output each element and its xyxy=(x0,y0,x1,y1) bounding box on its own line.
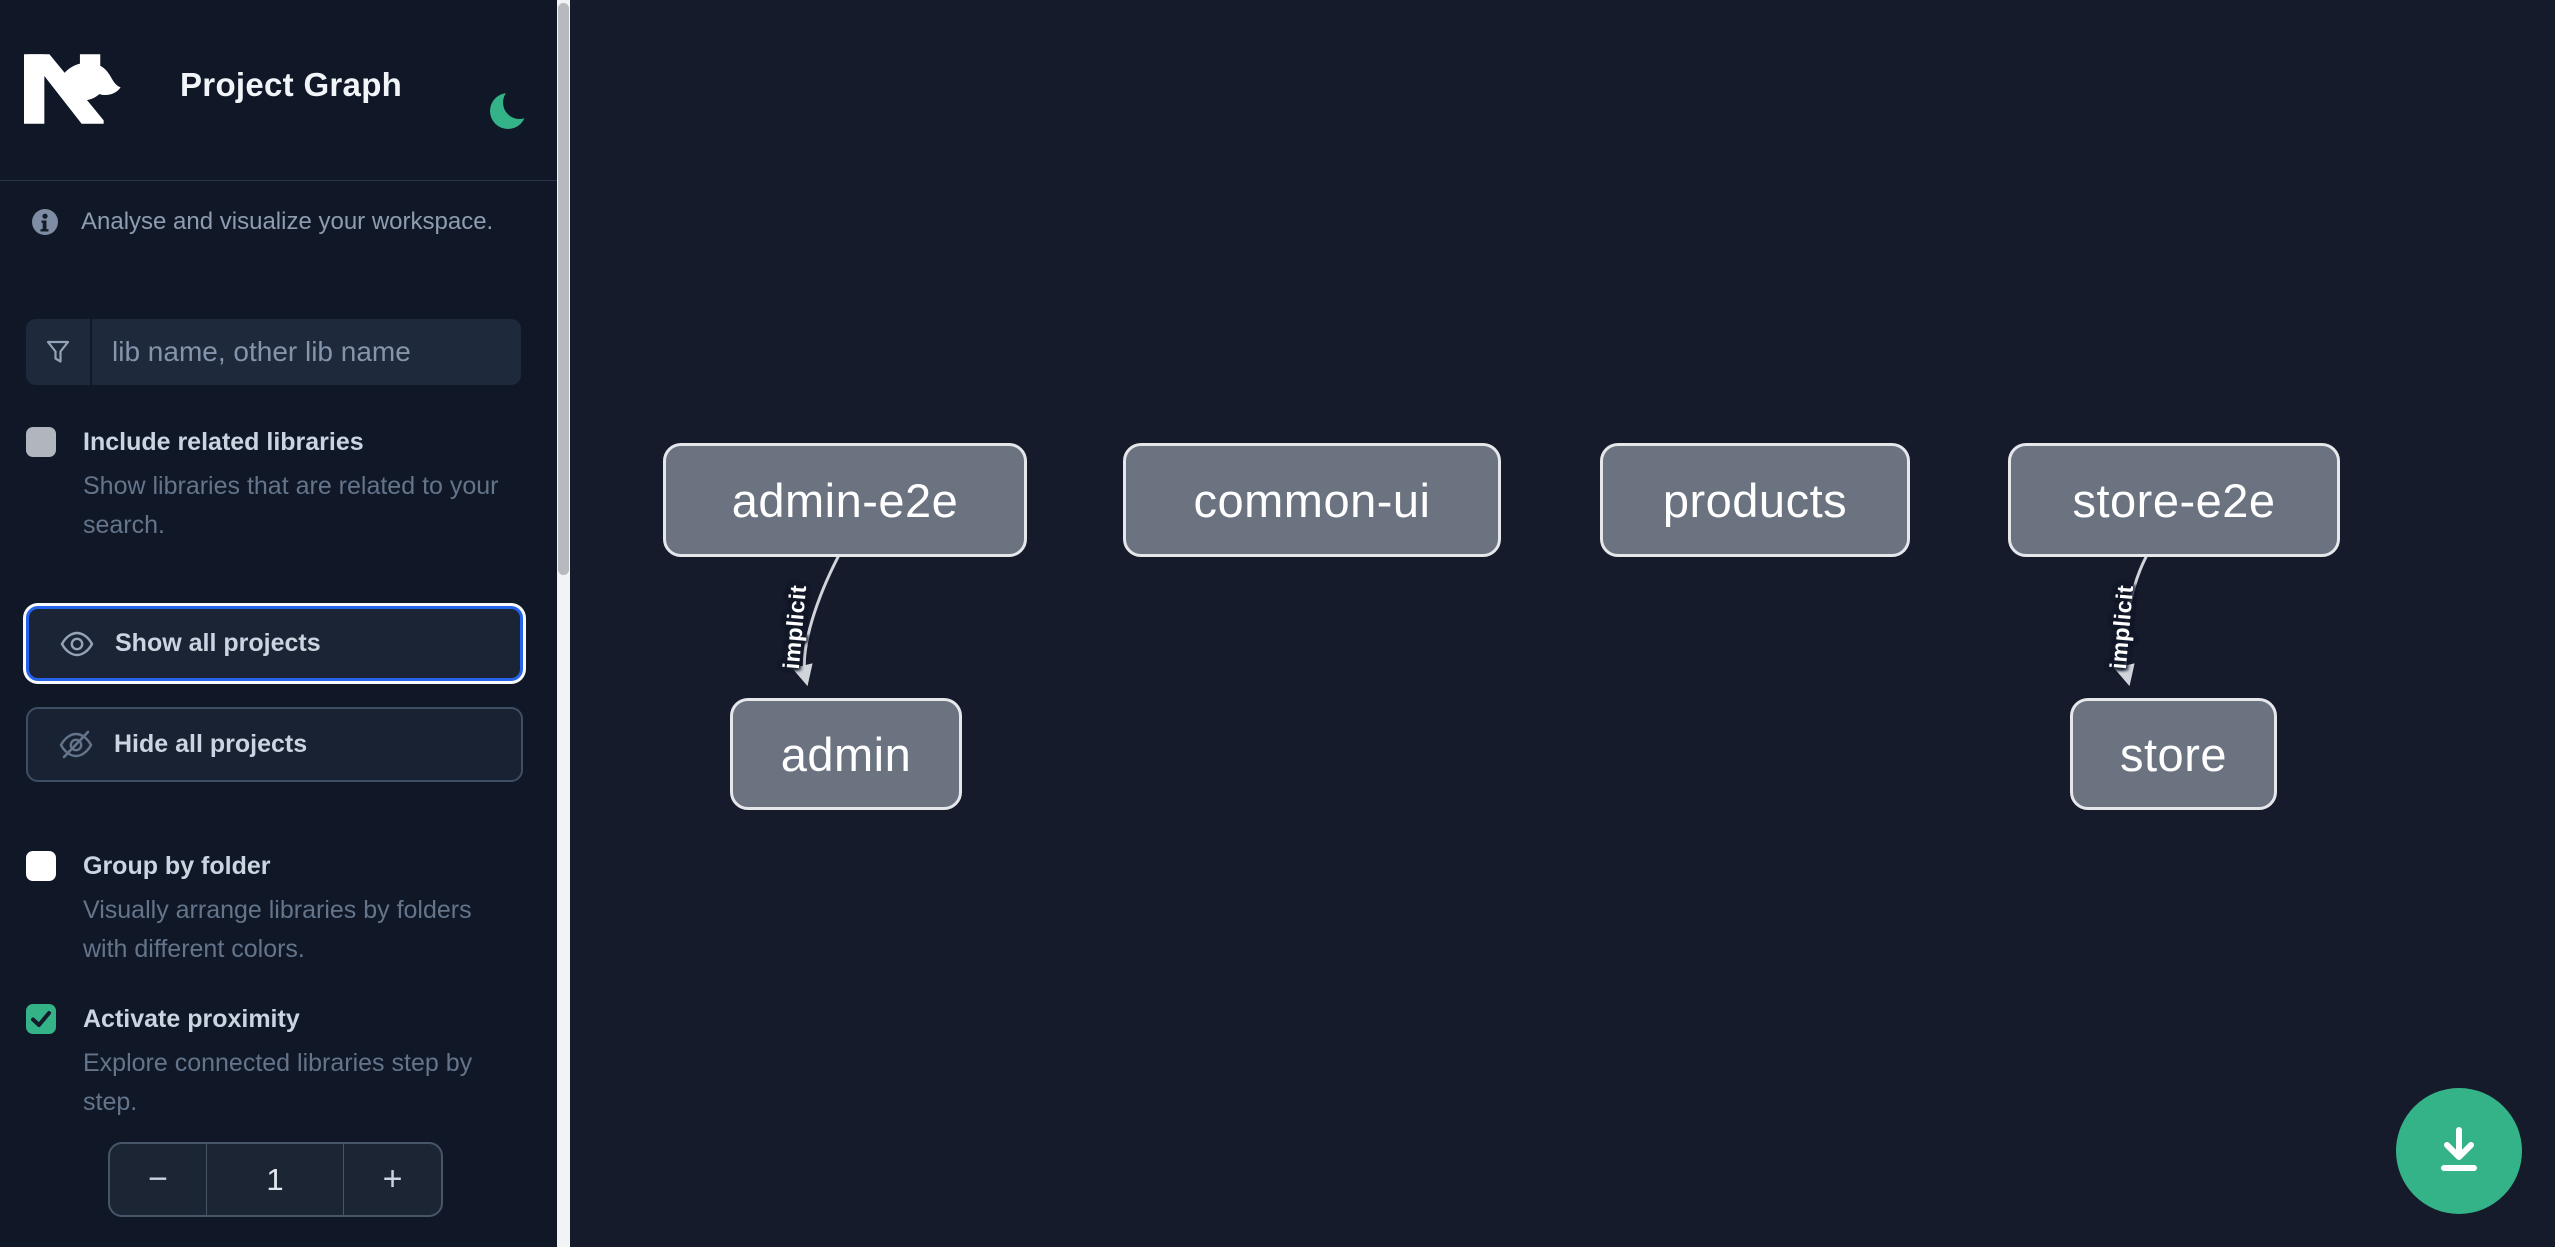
check-icon xyxy=(31,1011,51,1027)
group-by-folder-label: Group by folder xyxy=(83,852,271,880)
download-icon xyxy=(2441,1127,2477,1171)
node-store[interactable]: store xyxy=(2070,698,2277,810)
toggle-activate-proximity: Activate proximity Explore connected lib… xyxy=(26,1004,526,1122)
edge-store-e2e-to-store xyxy=(2114,555,2148,687)
show-all-projects-label: Show all projects xyxy=(115,629,321,657)
tagline-row: Analyse and visualize your workspace. xyxy=(31,208,531,236)
hide-all-projects-button[interactable]: Hide all projects xyxy=(26,707,523,782)
funnel-icon xyxy=(46,340,70,363)
nx-logo xyxy=(24,54,121,124)
theme-toggle-button[interactable] xyxy=(463,62,511,110)
graph-canvas[interactable]: implicit implicit admin-e2e common-ui pr… xyxy=(570,0,2555,1247)
download-image-button[interactable] xyxy=(2396,1088,2522,1214)
node-store-e2e[interactable]: store-e2e xyxy=(2008,443,2340,557)
sidebar-header: Project Graph xyxy=(0,0,557,181)
edge-admin-e2e-to-admin xyxy=(792,555,840,687)
eye-icon xyxy=(60,631,94,656)
sidebar-scrollbar-track[interactable] xyxy=(557,0,570,1247)
group-by-folder-checkbox[interactable] xyxy=(26,851,56,881)
page-title: Project Graph xyxy=(180,66,403,103)
show-all-projects-button[interactable]: Show all projects xyxy=(26,606,523,681)
sidebar: Project Graph Analyse and visualize your… xyxy=(0,0,557,1247)
eye-off-icon xyxy=(59,730,93,758)
search-icon-cell xyxy=(26,319,92,385)
toggle-include-related: Include related libraries Show libraries… xyxy=(26,427,526,545)
search-input[interactable] xyxy=(92,319,521,385)
toggle-group-by-folder: Group by folder Visually arrange librari… xyxy=(26,851,526,969)
include-related-description: Show libraries that are related to your … xyxy=(83,472,499,539)
info-icon xyxy=(32,209,58,235)
activate-proximity-checkbox[interactable] xyxy=(26,1004,56,1034)
node-common-ui[interactable]: common-ui xyxy=(1123,443,1501,557)
activate-proximity-label: Activate proximity xyxy=(83,1005,300,1033)
include-related-checkbox[interactable] xyxy=(26,427,56,457)
include-related-label: Include related libraries xyxy=(83,428,364,456)
node-admin-e2e[interactable]: admin-e2e xyxy=(663,443,1027,557)
graph-edges xyxy=(792,555,2148,687)
tagline-text: Analyse and visualize your workspace. xyxy=(81,208,494,235)
node-products[interactable]: products xyxy=(1600,443,1910,557)
hide-all-projects-label: Hide all projects xyxy=(114,730,308,758)
activate-proximity-description: Explore connected libraries step by step… xyxy=(83,1049,473,1116)
stepper-value[interactable]: 1 xyxy=(266,1161,284,1197)
stepper-increment-button[interactable]: + xyxy=(343,1144,441,1215)
stepper-decrement-button[interactable]: − xyxy=(110,1144,207,1215)
node-admin[interactable]: admin xyxy=(730,698,962,810)
proximity-stepper: − 1 + xyxy=(108,1142,443,1217)
sidebar-scrollbar-thumb[interactable] xyxy=(558,3,569,575)
search-box xyxy=(26,319,521,385)
group-by-folder-description: Visually arrange libraries by folders wi… xyxy=(83,896,472,963)
